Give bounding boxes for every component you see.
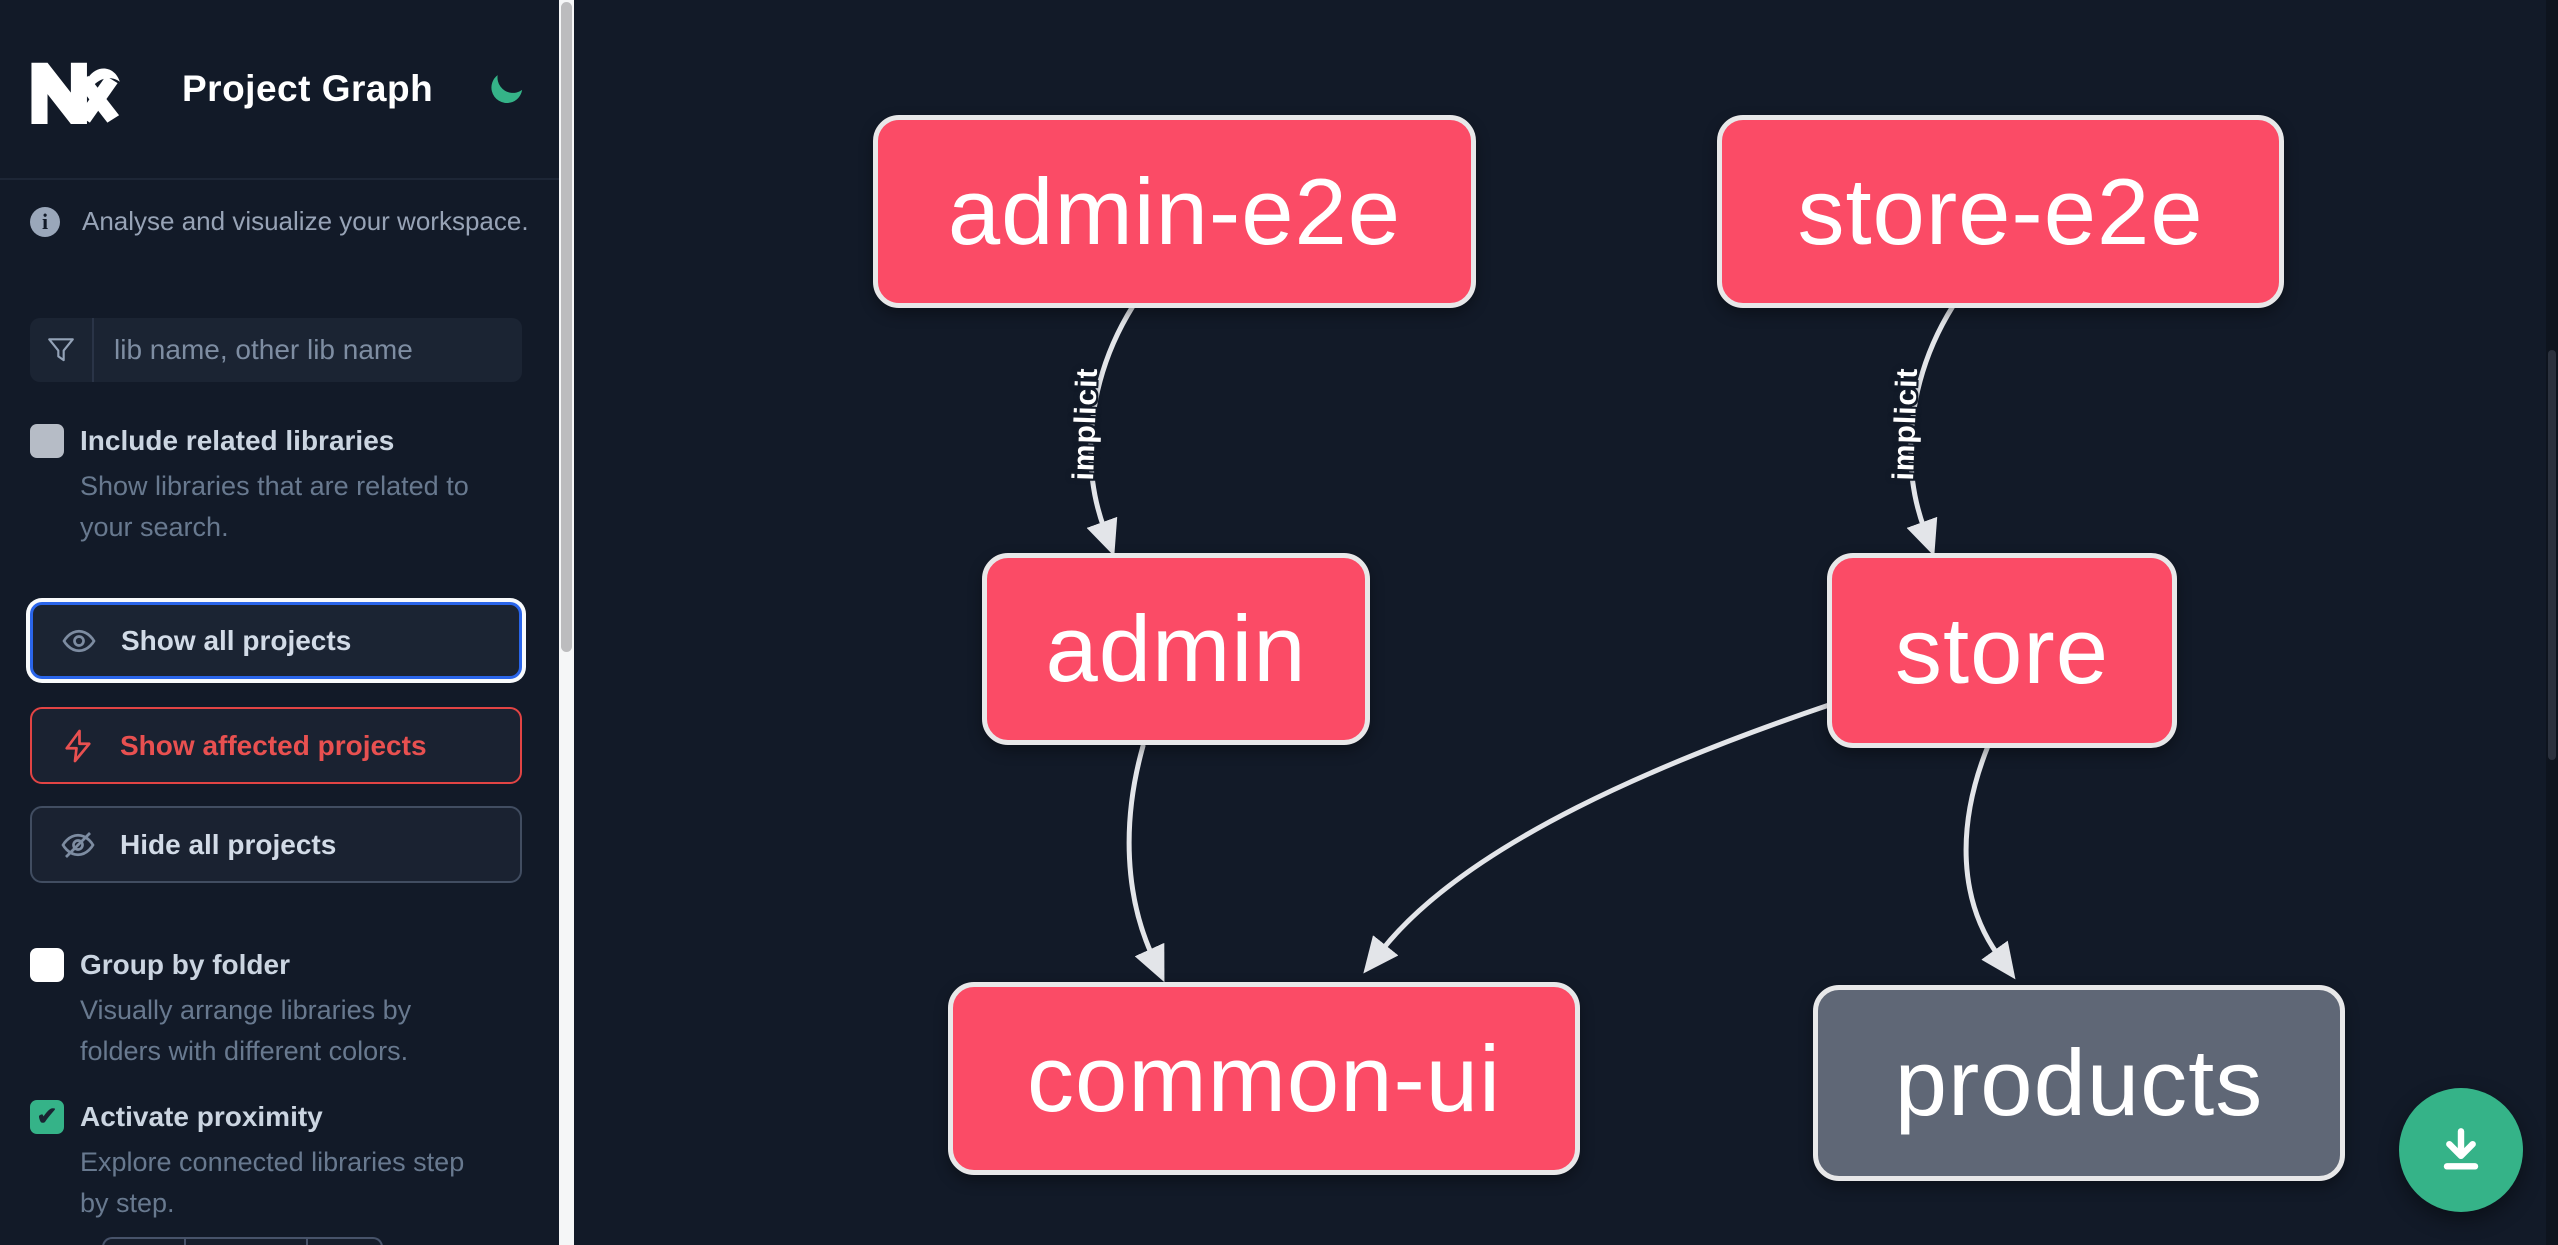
sidebar: Project Graph i Analyse and visualize yo… xyxy=(0,0,559,1245)
show-affected-projects-button[interactable]: Show affected projects xyxy=(30,707,522,784)
toggle-description: Visually arrange libraries by folders wi… xyxy=(80,995,412,1066)
activate-proximity-checkbox[interactable] xyxy=(30,1100,64,1134)
info-icon: i xyxy=(30,206,60,237)
button-label: Show affected projects xyxy=(120,729,427,761)
bolt-icon xyxy=(65,729,91,762)
edge-store-e2e-store xyxy=(1906,303,1956,557)
edge-admin-e2e-admin xyxy=(1086,303,1136,557)
toggle-group-by-folder: Group by folder Visually arrange librari… xyxy=(30,948,500,1072)
graph-node-admin[interactable]: admin xyxy=(982,553,1370,745)
show-all-projects-button[interactable]: Show all projects xyxy=(30,602,522,679)
graph-node-admin-e2e[interactable]: admin-e2e xyxy=(873,115,1476,308)
edge-store-products xyxy=(1963,743,2016,980)
workspace-tagline: i Analyse and visualize your workspace. xyxy=(0,180,559,237)
toggle-description: Explore connected libraries step by step… xyxy=(80,1147,465,1218)
sidebar-scrollbar-track[interactable] xyxy=(559,0,574,1245)
button-label: Hide all projects xyxy=(120,828,337,860)
graph-node-store[interactable]: store xyxy=(1827,553,2177,748)
group-by-folder-checkbox[interactable] xyxy=(30,948,64,982)
edge-admin-common-ui xyxy=(1126,743,1165,983)
eye-icon xyxy=(62,629,96,652)
graph-node-common-ui[interactable]: common-ui xyxy=(948,982,1580,1175)
search-box xyxy=(30,318,522,382)
toggle-label: Activate proximity xyxy=(80,1101,323,1132)
download-icon xyxy=(2443,1128,2479,1170)
toggle-label: Include related libraries xyxy=(80,425,395,456)
page-title: Project Graph xyxy=(182,68,434,109)
toggle-description: Show libraries that are related to your … xyxy=(80,471,469,542)
edge-store-common-ui xyxy=(1363,701,1835,974)
hide-all-projects-button[interactable]: Hide all projects xyxy=(30,806,522,883)
project-graph-canvas[interactable]: admin-e2e store-e2e admin store common-ui pro… xyxy=(574,0,2558,1245)
filter-funnel-icon xyxy=(30,318,94,382)
sidebar-header: Project Graph xyxy=(0,0,559,180)
canvas-scrollbar-thumb[interactable] xyxy=(2548,350,2556,760)
graph-edges-layer xyxy=(1086,303,2016,983)
dark-mode-toggle[interactable] xyxy=(487,70,525,108)
edge-label-admin-e2e-admin: implicit xyxy=(1067,366,1104,482)
graph-node-store-e2e[interactable]: store-e2e xyxy=(1717,115,2284,308)
include-related-checkbox[interactable] xyxy=(30,424,64,458)
canvas-scrollbar-track[interactable] xyxy=(2546,0,2558,1245)
sidebar-scrollbar-thumb[interactable] xyxy=(561,2,572,652)
tagline-text: Analyse and visualize your workspace. xyxy=(82,206,529,236)
graph-node-products[interactable]: products xyxy=(1813,985,2345,1181)
button-label: Show all projects xyxy=(121,624,352,656)
toggle-include-related: Include related libraries Show libraries… xyxy=(30,424,500,548)
toggle-label: Group by folder xyxy=(80,949,290,980)
search-input[interactable] xyxy=(94,318,522,382)
nx-logo-icon xyxy=(31,62,120,125)
download-graph-button[interactable] xyxy=(2399,1088,2523,1212)
proximity-depth-control[interactable] xyxy=(102,1237,383,1245)
toggle-activate-proximity: Activate proximity Explore connected lib… xyxy=(30,1100,500,1224)
edge-label-store-e2e-store: implicit xyxy=(1887,366,1924,482)
eye-off-icon xyxy=(61,831,95,858)
